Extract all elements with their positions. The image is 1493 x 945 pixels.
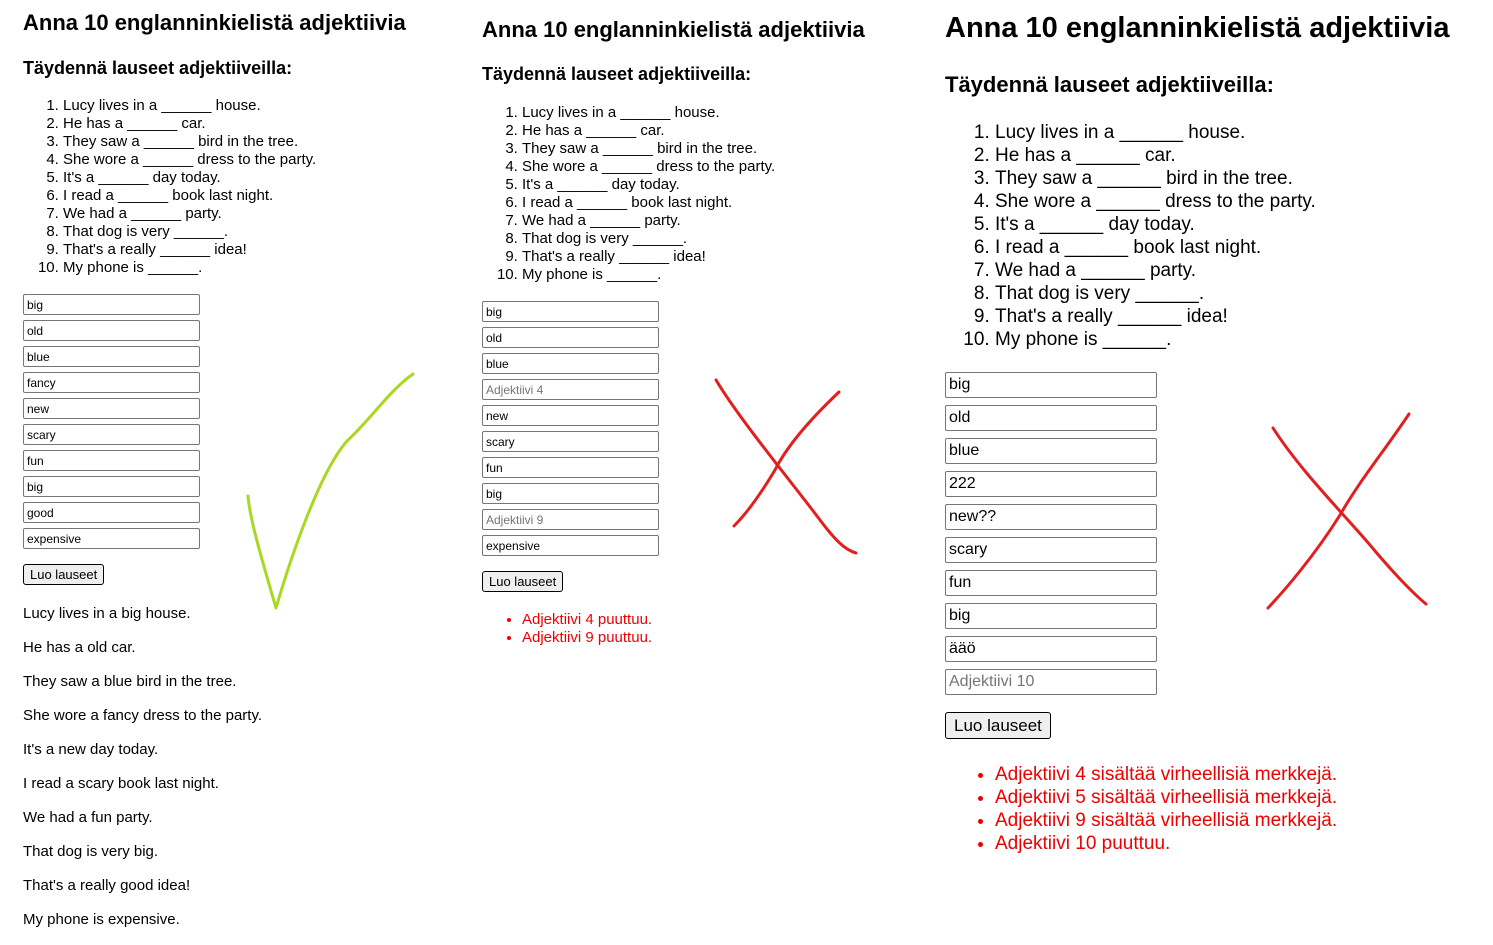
sentence-item: I read a ______ book last night. xyxy=(522,194,775,212)
error-message: Adjektiivi 4 sisältää virheellisiä merkk… xyxy=(995,763,1337,786)
sentence-item: Lucy lives in a ______ house. xyxy=(63,97,316,115)
adjective-input-6[interactable] xyxy=(482,431,659,452)
sentence-item: We had a ______ party. xyxy=(995,259,1316,282)
generate-sentences-button[interactable]: Luo lauseet xyxy=(482,571,564,592)
sentence-item: We had a ______ party. xyxy=(522,212,775,230)
adjective-input-7[interactable] xyxy=(945,570,1157,596)
sentence-item: That dog is very ______. xyxy=(522,230,775,248)
sentence-item: My phone is ______. xyxy=(522,266,775,284)
sentence-item: She wore a ______ dress to the party. xyxy=(63,151,316,169)
sentence-item: That's a really ______ idea! xyxy=(522,248,775,266)
adjective-input-10[interactable] xyxy=(945,669,1157,695)
sentence-item: That's a really ______ idea! xyxy=(63,241,316,259)
sentence-item: He has a ______ car. xyxy=(995,144,1316,167)
sentence-item: They saw a ______ bird in the tree. xyxy=(995,167,1316,190)
adjective-input-8[interactable] xyxy=(945,603,1157,629)
page-title: Anna 10 englanninkielistä adjektiivia xyxy=(945,12,1450,44)
sentence-item: That's a really ______ idea! xyxy=(995,305,1316,328)
result-sentence: She wore a fancy dress to the party. xyxy=(23,707,263,724)
sentence-item: That dog is very ______. xyxy=(995,282,1316,305)
adjective-input-3[interactable] xyxy=(945,438,1157,464)
error-message: Adjektiivi 4 puuttuu. xyxy=(522,611,652,629)
sentence-item: Lucy lives in a ______ house. xyxy=(995,121,1316,144)
result-sentence: It's a new day today. xyxy=(23,741,159,758)
adjective-input-2[interactable] xyxy=(945,405,1157,431)
adjective-input-10[interactable] xyxy=(482,535,659,556)
page-title: Anna 10 englanninkielistä adjektiivia xyxy=(482,17,865,42)
sentence-item: She wore a ______ dress to the party. xyxy=(995,190,1316,213)
adjective-input-2[interactable] xyxy=(23,320,200,341)
adjective-input-5[interactable] xyxy=(23,398,200,419)
adjective-input-7[interactable] xyxy=(482,457,659,478)
adjective-input-4[interactable] xyxy=(945,471,1157,497)
adjective-input-6[interactable] xyxy=(945,537,1157,563)
generate-sentences-button[interactable]: Luo lauseet xyxy=(23,564,105,585)
sentence-item: My phone is ______. xyxy=(995,328,1316,351)
adjective-input-8[interactable] xyxy=(482,483,659,504)
sentence-item: That dog is very ______. xyxy=(63,223,316,241)
adjective-input-3[interactable] xyxy=(482,353,659,374)
sentence-item: I read a ______ book last night. xyxy=(995,236,1316,259)
error-list: Adjektiivi 4 sisältää virheellisiä merkk… xyxy=(995,763,1337,855)
instruction-heading: Täydennä lauseet adjektiiveilla: xyxy=(23,58,293,78)
error-message: Adjektiivi 10 puuttuu. xyxy=(995,832,1337,855)
sentence-item: They saw a ______ bird in the tree. xyxy=(63,133,316,151)
adjective-input-8[interactable] xyxy=(23,476,200,497)
generate-sentences-button[interactable]: Luo lauseet xyxy=(945,712,1051,739)
adjective-input-9[interactable] xyxy=(945,636,1157,662)
adjective-input-1[interactable] xyxy=(482,301,659,322)
result-sentence: They saw a blue bird in the tree. xyxy=(23,673,237,690)
sentence-list: Lucy lives in a ______ house. He has a _… xyxy=(995,121,1316,351)
sentence-item: Lucy lives in a ______ house. xyxy=(522,104,775,122)
result-sentences: Lucy lives in a big house. He has a old … xyxy=(23,604,262,944)
adjective-input-4[interactable] xyxy=(482,379,659,400)
sentence-item: We had a ______ party. xyxy=(63,205,316,223)
adjective-input-4[interactable] xyxy=(23,372,200,393)
adjective-input-9[interactable] xyxy=(482,509,659,530)
instruction-heading: Täydennä lauseet adjektiiveilla: xyxy=(945,72,1274,97)
adjective-input-2[interactable] xyxy=(482,327,659,348)
error-message: Adjektiivi 9 puuttuu. xyxy=(522,629,652,647)
adjective-input-group xyxy=(23,294,200,554)
sentence-item: They saw a ______ bird in the tree. xyxy=(522,140,775,158)
adjective-input-1[interactable] xyxy=(23,294,200,315)
adjective-input-6[interactable] xyxy=(23,424,200,445)
sentence-item: It's a ______ day today. xyxy=(995,213,1316,236)
result-sentence: Lucy lives in a big house. xyxy=(23,605,191,622)
adjective-input-5[interactable] xyxy=(945,504,1157,530)
adjective-input-7[interactable] xyxy=(23,450,200,471)
error-message: Adjektiivi 9 sisältää virheellisiä merkk… xyxy=(995,809,1337,832)
adjective-input-9[interactable] xyxy=(23,502,200,523)
error-list: Adjektiivi 4 puuttuu. Adjektiivi 9 puutt… xyxy=(522,611,652,647)
result-sentence: He has a old car. xyxy=(23,639,136,656)
result-sentence: That's a really good idea! xyxy=(23,877,191,894)
adjective-input-10[interactable] xyxy=(23,528,200,549)
adjective-input-1[interactable] xyxy=(945,372,1157,398)
instruction-heading: Täydennä lauseet adjektiiveilla: xyxy=(482,64,752,84)
result-sentence: I read a scary book last night. xyxy=(23,775,219,792)
adjective-input-group xyxy=(482,301,659,561)
sentence-item: He has a ______ car. xyxy=(522,122,775,140)
page-title: Anna 10 englanninkielistä adjektiivia xyxy=(23,10,406,35)
result-sentence: That dog is very big. xyxy=(23,843,159,860)
sentence-item: She wore a ______ dress to the party. xyxy=(522,158,775,176)
sentence-item: My phone is ______. xyxy=(63,259,316,277)
result-sentence: We had a fun party. xyxy=(23,809,153,826)
sentence-item: It's a ______ day today. xyxy=(63,169,316,187)
sentence-item: He has a ______ car. xyxy=(63,115,316,133)
result-sentence: My phone is expensive. xyxy=(23,911,180,928)
adjective-input-5[interactable] xyxy=(482,405,659,426)
sentence-list: Lucy lives in a ______ house. He has a _… xyxy=(522,104,775,284)
adjective-input-group xyxy=(945,372,1157,702)
adjective-input-3[interactable] xyxy=(23,346,200,367)
sentence-item: I read a ______ book last night. xyxy=(63,187,316,205)
sentence-list: Lucy lives in a ______ house. He has a _… xyxy=(63,97,316,277)
sentence-item: It's a ______ day today. xyxy=(522,176,775,194)
error-message: Adjektiivi 5 sisältää virheellisiä merkk… xyxy=(995,786,1337,809)
